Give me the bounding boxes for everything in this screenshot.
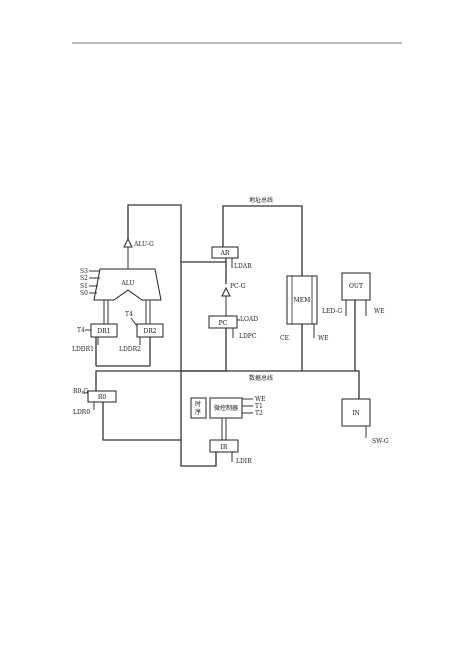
in-box (341, 398, 371, 427)
alu-label: ALU (120, 280, 134, 287)
pc-label: PC (219, 320, 228, 327)
bus-to-r0 (95, 370, 181, 391)
data-bus-label: 数据总线 (249, 374, 273, 382)
we-mem-label: WE (318, 335, 329, 342)
dr2-box (136, 323, 164, 338)
dr2-register: DR2 T4 LDDR2 (119, 311, 164, 353)
bus-lines (95, 204, 360, 467)
r0-register: R0 R0-G LDR0 (73, 388, 117, 416)
alu-output-bus (127, 204, 182, 262)
timing-label-1: 时 (195, 400, 201, 408)
ar-register: AR LDAR 地址总线 (211, 196, 273, 270)
t2-label: T2 (255, 410, 263, 417)
t1-label: T1 (255, 403, 263, 410)
s2-label: S2 (80, 275, 88, 282)
load-label: LOAD (240, 316, 258, 323)
micro-controller-label: 微控制器 (214, 404, 238, 412)
memory-block: MEM CE WE (280, 275, 329, 342)
pc-register: PC-G PC LOAD LDPC (208, 283, 258, 340)
timing-label-2: 序 (195, 408, 201, 416)
lddr1-label: LDDR1 (72, 346, 94, 353)
data-bus-bottom (181, 370, 360, 404)
r0-g-label: R0-G (73, 388, 88, 395)
timing-box (190, 397, 207, 419)
ir-register: IR LDIR (209, 439, 252, 465)
ar-box (211, 246, 239, 259)
address-bus-label: 地址总线 (249, 196, 273, 204)
pc-g-label: PC-G (230, 283, 246, 290)
t4-left-label: T4 (77, 327, 85, 334)
control-unit: 时 序 微控制器 WE T1 T2 (190, 396, 266, 440)
out-block: OUT LED-G WE (322, 272, 385, 316)
r0-box (87, 390, 117, 403)
r0-to-bus (102, 402, 181, 441)
ar-label: AR (220, 250, 230, 257)
lddr2-label: LDDR2 (119, 346, 141, 353)
ir-box (209, 439, 239, 453)
we-out-label: WE (374, 308, 385, 315)
ldir-label: LDIR (236, 458, 252, 465)
out-label: OUT (349, 283, 363, 290)
r0-label: R0 (98, 394, 107, 401)
in-label: IN (352, 410, 360, 417)
pc-g-gate (221, 286, 231, 297)
dr2-label: DR2 (143, 328, 156, 335)
we-ctrl-label: WE (255, 396, 266, 403)
pc-box (208, 315, 238, 329)
alu-g-gate (123, 237, 133, 248)
mem-label: MEM (294, 297, 311, 304)
s1-label: S1 (80, 283, 88, 290)
s3-label: S3 (80, 268, 88, 275)
led-g-label: LED-G (322, 308, 342, 315)
alu-g-label: ALU-G (133, 241, 154, 248)
t4-right-label: T4 (125, 311, 133, 318)
t4-right-line (130, 317, 138, 327)
in-block: IN SW-G 数据总线 (249, 374, 389, 445)
ldpc-label: LDPC (239, 333, 257, 340)
bus-to-ir (180, 371, 217, 467)
ldr0-label: LDR0 (73, 409, 90, 416)
dr1-label: DR1 (97, 328, 110, 335)
out-box (341, 272, 371, 301)
s0-label: S0 (80, 290, 88, 297)
ldar-label: LDAR (234, 263, 252, 270)
alu-shape (93, 268, 162, 301)
sw-g-label: SW-G (372, 438, 389, 445)
alu-block: ALU ALU-G S3 S2 S1 S0 (80, 237, 162, 324)
ce-label: CE (280, 335, 289, 342)
address-bus (222, 205, 303, 276)
ir-label: IR (221, 444, 228, 451)
dr1-register: DR1 T4 LDDR1 (72, 323, 118, 353)
